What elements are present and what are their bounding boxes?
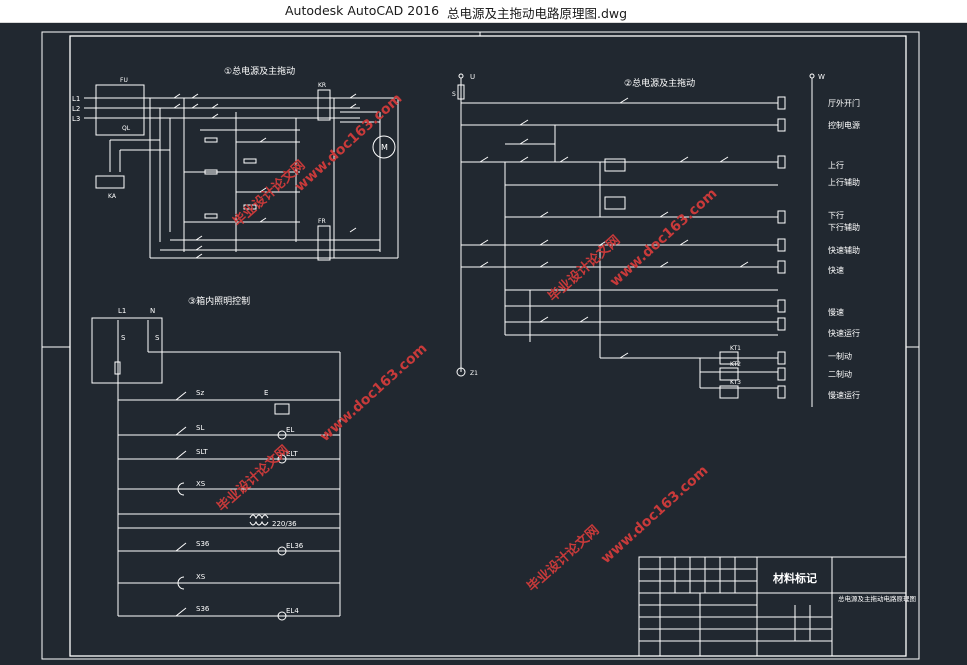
lighting-wiring — [117, 320, 341, 617]
label-s: S — [452, 91, 456, 98]
terminal-u — [458, 73, 464, 79]
label-brake2: 二制动 — [828, 369, 852, 379]
transformer-symbol — [249, 514, 269, 526]
label-ka-coil: KA — [108, 193, 117, 200]
lamp-symbols — [277, 430, 287, 621]
label-fu: FU — [120, 77, 128, 84]
label-fast: 快速 — [828, 265, 844, 275]
title-block — [638, 556, 907, 657]
label-z1: Z1 — [470, 370, 478, 377]
label-brake1: 一制动 — [828, 351, 852, 361]
label-slow: 慢速 — [828, 307, 844, 317]
label-s-light2: S — [155, 334, 160, 342]
label-down: 下行 — [828, 210, 844, 220]
svg-text:毕业设计论文网: 毕业设计论文网 — [214, 442, 292, 515]
label-s-light1: S — [121, 334, 126, 342]
lighting-switches — [175, 391, 187, 617]
drawing: ①总电源及主拖动 L1 L2 L3 FU QL — [41, 31, 920, 660]
svg-text:XS: XS — [196, 573, 206, 581]
section3-title: ③箱内照明控制 — [188, 295, 250, 307]
thermal-relay-kr — [317, 89, 331, 121]
right-function-labels: 厅外开门 控制电源 上行 上行辅助 下行 下行辅助 快速辅助 快速 慢速 快速运… — [828, 98, 860, 400]
svg-text:220/36: 220/36 — [272, 520, 297, 528]
label-ql: QL — [122, 125, 131, 132]
terminal-w — [809, 73, 815, 79]
label-up-aux: 上行辅助 — [828, 177, 860, 187]
label-fast-run: 快速运行 — [828, 328, 860, 338]
emergency-light — [274, 403, 290, 415]
section1-title: ①总电源及主拖动 — [224, 65, 295, 77]
label-kt1: KT1 — [730, 345, 741, 352]
fuse-breaker-box — [95, 84, 145, 136]
label-m: M — [381, 143, 388, 152]
label-control-power: 控制电源 — [828, 120, 860, 130]
svg-text:E: E — [264, 389, 268, 397]
label-hall-door: 厅外开门 — [828, 98, 860, 108]
socket-symbols — [177, 482, 185, 590]
ground-terminal — [456, 367, 466, 377]
relay-coils — [604, 96, 786, 399]
label-down-aux: 下行辅助 — [828, 222, 860, 232]
control-rungs — [461, 102, 778, 389]
label-up: 上行 — [828, 160, 844, 170]
svg-text:XS: XS — [196, 480, 206, 488]
svg-text:ELT: ELT — [286, 450, 298, 458]
label-l1-light: L1 — [118, 307, 126, 315]
label-kt3: KT3 — [730, 379, 741, 386]
label-fr: FR — [318, 218, 326, 225]
svg-text:www.doc163.com: www.doc163.com — [598, 463, 711, 567]
lighting-switch-box — [91, 317, 163, 384]
contactor-contacts — [173, 93, 357, 259]
label-l3: L3 — [72, 115, 80, 123]
label-n-light: N — [150, 307, 155, 315]
svg-text:S36: S36 — [196, 605, 210, 613]
label-fast-aux: 快速辅助 — [828, 245, 860, 255]
svg-text:毕业设计论文网: 毕业设计论文网 — [545, 232, 623, 305]
svg-text:EL: EL — [286, 426, 294, 434]
svg-text:毕业设计论文网: 毕业设计论文网 — [230, 157, 308, 230]
title-block-drawing-name: 总电源及主拖动电路原理图 — [838, 594, 916, 603]
file-name: 总电源及主拖动电路原理图.dwg — [447, 6, 628, 21]
title-bar: Autodesk AutoCAD 2016 总电源及主拖动电路原理图.dwg — [0, 0, 967, 23]
label-w: W — [818, 73, 825, 81]
ka-coil — [95, 175, 125, 189]
thermal-relay-fr — [317, 225, 331, 261]
svg-text:S36: S36 — [196, 540, 210, 548]
model-space-canvas[interactable]: ①总电源及主拖动 L1 L2 L3 FU QL — [0, 22, 967, 661]
label-slow-run: 慢速运行 — [828, 390, 860, 400]
label-kt2: KT2 — [730, 361, 741, 368]
svg-text:EL4: EL4 — [286, 607, 299, 615]
section2-title: ②总电源及主拖动 — [624, 77, 695, 89]
svg-text:SL: SL — [196, 424, 204, 432]
title-block-heading: 材料标记 — [773, 571, 817, 585]
sheet-frame — [41, 31, 920, 660]
svg-text:EL36: EL36 — [286, 542, 304, 550]
label-u: U — [470, 73, 475, 81]
lighting-labels: Sz E SL EL SLT ELT XS 220/36 S36 EL36 XS… — [196, 389, 304, 615]
svg-text:Sz: Sz — [196, 389, 204, 397]
main-bus-lines — [84, 97, 399, 259]
resistors — [204, 137, 257, 219]
svg-text:www.doc163.com: www.doc163.com — [292, 91, 405, 195]
control-fuse — [457, 84, 465, 100]
app-name: Autodesk AutoCAD 2016 — [285, 3, 440, 18]
svg-text:SLT: SLT — [196, 448, 208, 456]
inner-border — [69, 35, 907, 657]
svg-text:www.doc163.com: www.doc163.com — [607, 186, 720, 290]
motor-symbol — [372, 135, 396, 159]
svg-text:www.doc163.com: www.doc163.com — [317, 341, 430, 445]
control-contacts — [479, 97, 749, 359]
label-l2: L2 — [72, 105, 80, 113]
svg-text:毕业设计论文网: 毕业设计论文网 — [524, 522, 602, 595]
label-l1: L1 — [72, 95, 80, 103]
label-kr: KR — [318, 82, 326, 89]
